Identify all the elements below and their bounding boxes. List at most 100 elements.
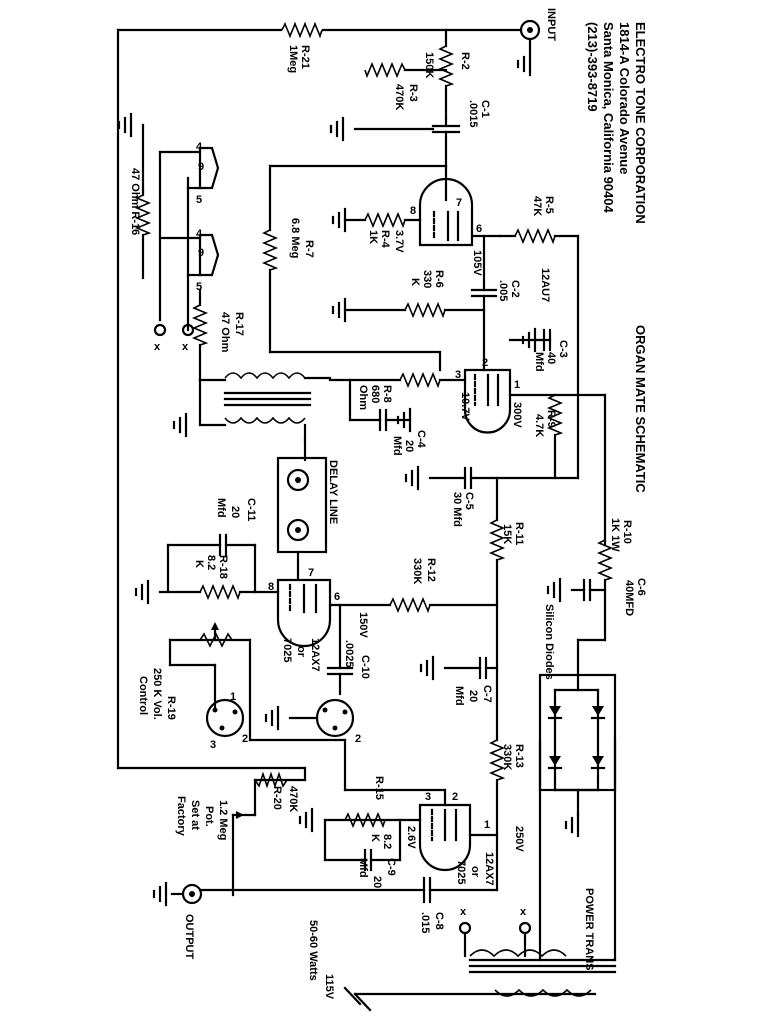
schematic-title: ORGAN MATE SCHEMATIC [633, 325, 648, 493]
conn1-pin-4: 4 [196, 141, 203, 153]
bridge-rectifier [538, 673, 617, 838]
c2-value: .005 [497, 280, 509, 301]
r15-label: R-15 [373, 776, 385, 800]
delay-line-label: DELAY LINE [327, 460, 339, 524]
r5-label: R-5 [543, 196, 555, 214]
r4-value: 1K [367, 230, 379, 244]
company-street: 1814-A Colorado Avenue [617, 22, 632, 174]
v3-pin-2: 2 [452, 791, 458, 803]
x-terminal-1: x [460, 906, 467, 918]
r10-value: 1K 1W [609, 518, 621, 552]
r3-label: R-3 [407, 84, 419, 102]
r17-label: R-17 [233, 312, 245, 336]
x-terminal-4: x [182, 341, 189, 353]
c5-value: 30 Mfd [451, 492, 463, 527]
power-trans-label: POWER TRANS. [583, 888, 595, 974]
c1-label: C-1 [479, 100, 491, 118]
r9-value: 4.7K [533, 414, 545, 437]
v2-type-1: 12AX7 [309, 638, 321, 672]
delay-line: DELAY LINE [276, 456, 339, 554]
v2-type-3: 7025 [281, 638, 293, 662]
r2-value: 150K [423, 52, 435, 78]
r12-value: 330K [411, 558, 423, 584]
r18-value: 8.2 [205, 555, 217, 570]
c6-label: C-6 [635, 578, 647, 596]
r11-label: R-11 [513, 522, 525, 545]
x-terminal-2: x [520, 906, 527, 918]
r20-value: 470K [287, 786, 299, 812]
input-label: INPUT [545, 8, 557, 41]
x-terminal-3: x [154, 341, 161, 353]
r15-value: 8.2 [381, 834, 393, 849]
c7-unit: Mfd [453, 686, 465, 706]
r18-unit: K [193, 560, 205, 568]
c6-value: 40MFD [623, 580, 635, 616]
r13-label: R-13 [513, 744, 525, 768]
tube-v1a: 7 8 6 [410, 177, 482, 247]
v1b-pin-1: 1 [514, 379, 520, 391]
c11-unit: Mfd [215, 498, 227, 518]
r4-label: R-4 [379, 230, 391, 249]
conn2-pin-5: 5 [196, 281, 202, 293]
v1b-plate-voltage: 300V [511, 402, 523, 428]
silicon-diodes-label: Silicon Diodes [543, 604, 555, 680]
c3-unit: Mfd [533, 352, 545, 372]
v3-plate-voltage: 250V [513, 826, 525, 852]
c3-label: C-3 [557, 340, 569, 358]
tube-v1b: 3 2 1 [455, 357, 520, 434]
pot-line-2: Pot. [203, 806, 215, 827]
v3-cathode-voltage: 2.6V [405, 826, 417, 849]
c5-label: C-5 [463, 492, 475, 510]
r19-note: Control [137, 676, 149, 715]
v3-type-2: or [469, 866, 481, 878]
output-jack: OUTPUT [152, 881, 203, 960]
tube-socket: 2 [315, 698, 361, 745]
volume-control-r19: 1 2 3 R-19 250 K Vol. Control [137, 622, 252, 751]
c11-label: C-11 [245, 498, 257, 521]
company-header: ELECTRO TONE CORPORATION 1814-A Colorado… [585, 22, 648, 224]
c2-label: C-2 [509, 280, 521, 298]
pot-line-4: Factory [175, 796, 187, 837]
tube-v2: 8 7 6 12AX7 or 7025 [268, 567, 340, 672]
company-phone: (213)-393-8719 [585, 22, 600, 112]
r6-value: 330 [421, 270, 433, 288]
r3-value: 470K [393, 84, 405, 110]
c1-value: .0015 [467, 100, 479, 128]
r5-value: 47K [531, 196, 543, 216]
r11-value: 15K [501, 524, 513, 544]
v1b-pin-3: 3 [455, 369, 461, 381]
r7-label: R-7 [303, 240, 315, 258]
r21-value: 1Meg [287, 45, 299, 73]
v3-type-3: 7025 [455, 860, 467, 884]
r20-pot: R-20 470K 1.2 Meg Pot. Set at Factory [175, 771, 307, 897]
r15-unit: K [369, 834, 381, 842]
v2-pin-7: 7 [308, 567, 314, 579]
c4-label: C-4 [415, 430, 427, 449]
v3-pin-3: 3 [425, 791, 431, 803]
r19-pin-2: 2 [242, 733, 248, 745]
c10-label: C-10 [359, 655, 371, 679]
r19-pin-1: 1 [230, 691, 236, 703]
r20-label: R-20 [271, 786, 283, 810]
c9-value: 20 [371, 876, 383, 888]
r19-pin-3: 3 [210, 739, 216, 751]
c11-value: 20 [229, 506, 241, 518]
v1b-pin-2: 2 [482, 357, 488, 369]
r2-label: R-2 [459, 52, 471, 70]
c8-value: .015 [419, 912, 431, 933]
v1-pin-7: 7 [456, 197, 462, 209]
r16-label: 47 Ohm R-16 [129, 168, 141, 235]
c7-value: 20 [467, 690, 479, 702]
r7-value: 6.8 Meg [289, 218, 301, 258]
r9-label: R-9 [545, 410, 557, 428]
conn2-pin-4: 4 [196, 228, 203, 240]
r8-unit: Ohm [357, 385, 369, 410]
r19-value: 250 K Vol. [151, 668, 163, 720]
company-city: Santa Monica, California 90404 [601, 22, 616, 214]
input-jack: INPUT [516, 8, 557, 77]
driver-transformer [223, 372, 312, 424]
socket-pin-2: 2 [355, 733, 361, 745]
r8-value: 680 [369, 385, 381, 403]
v1-pin-6: 6 [476, 223, 482, 235]
